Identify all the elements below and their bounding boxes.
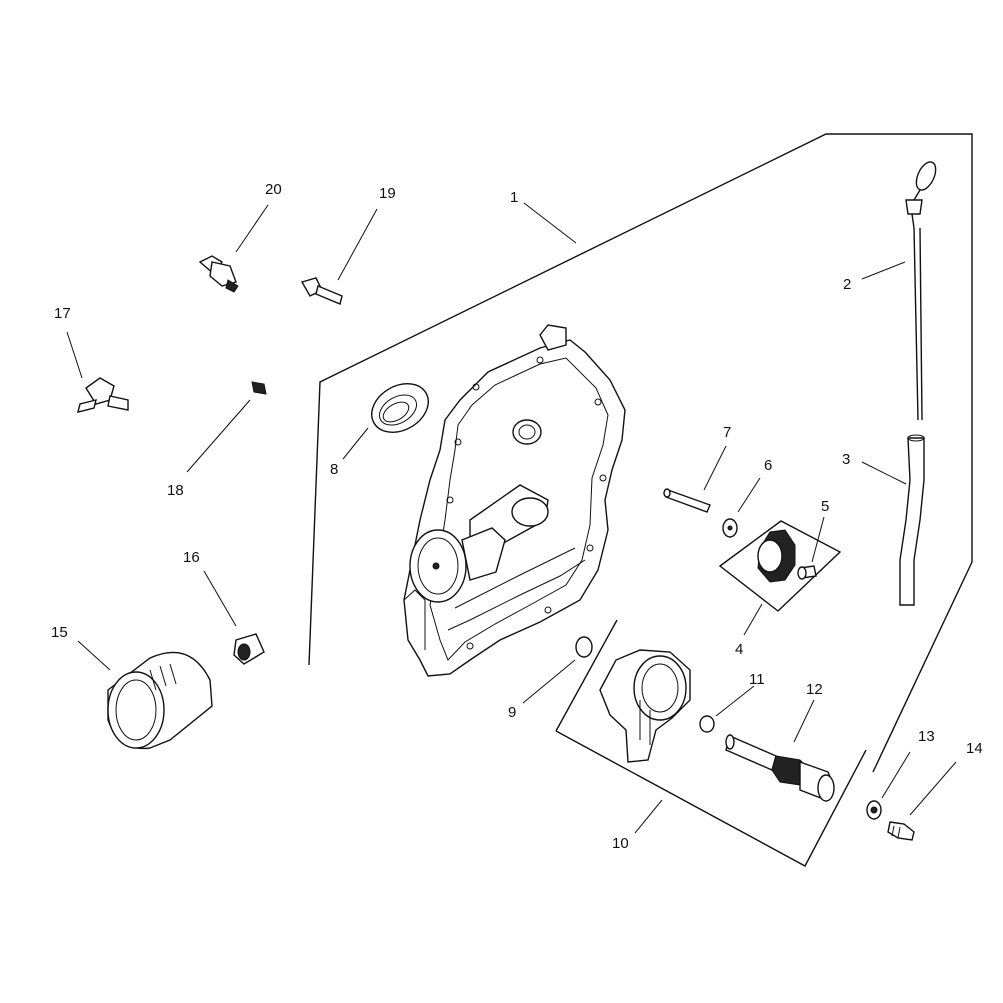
part-label-12: 12 [806, 681, 823, 698]
part-label-20: 20 [265, 181, 282, 198]
fitting-part-16 [233, 633, 265, 665]
clip-part-6 [722, 518, 738, 538]
group-bracket-4 [718, 520, 842, 612]
pressure-switch [198, 255, 239, 293]
crankcase-cover [403, 324, 626, 677]
part-label-4: 4 [735, 641, 743, 658]
part-label-9: 9 [508, 704, 516, 721]
oil-pump [599, 649, 691, 763]
part-label-7: 7 [723, 424, 731, 441]
part-label-2: 2 [843, 276, 851, 293]
bolt-part-19 [300, 277, 343, 305]
part-label-11: 11 [749, 671, 765, 688]
leader-lines [66, 202, 957, 834]
elbow-fitting [77, 377, 129, 413]
part-label-3: 3 [842, 451, 850, 468]
part-label-17: 17 [54, 305, 71, 322]
assembly-outline [308, 133, 973, 773]
part-label-18: 18 [167, 482, 184, 499]
part-label-8: 8 [330, 461, 338, 478]
part-label-10: 10 [612, 835, 629, 852]
drain-bolt [887, 821, 915, 841]
oil-seal [371, 383, 429, 433]
oil-filter [107, 651, 213, 750]
o-ring-part-9 [575, 636, 593, 658]
plug-part-18 [251, 381, 267, 395]
pin-part-5 [797, 565, 817, 580]
part-label-5: 5 [821, 498, 829, 515]
gear-part-4 [757, 529, 796, 583]
o-ring-part-11 [699, 715, 715, 733]
part-label-15: 15 [51, 624, 68, 641]
part-label-16: 16 [183, 549, 200, 566]
part-label-13: 13 [918, 728, 935, 745]
part-label-6: 6 [764, 457, 772, 474]
part-label-14: 14 [966, 740, 983, 757]
shaft-part-7 [663, 488, 711, 513]
oil-strainer [725, 734, 835, 802]
part-label-19: 19 [379, 185, 396, 202]
washer-part-13 [866, 800, 882, 820]
dipstick-tube [899, 434, 925, 606]
part-labels: 1 2 3 4 5 6 7 8 9 10 11 12 13 14 15 16 1… [51, 181, 983, 852]
dipstick [905, 161, 937, 421]
group-bracket-10 [555, 619, 867, 867]
part-label-1: 1 [510, 189, 518, 206]
